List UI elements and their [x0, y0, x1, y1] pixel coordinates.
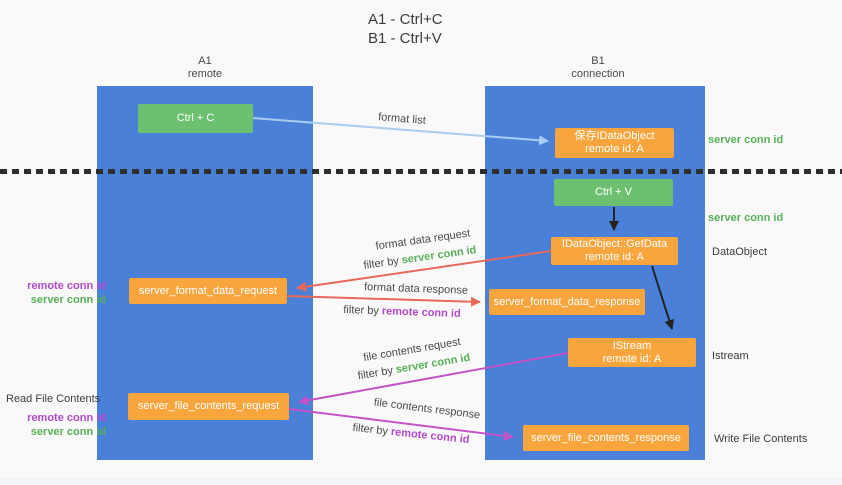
- annotation-remote-conn-id: remote conn id: [27, 280, 106, 292]
- annotation-server-conn-id-top: server conn id: [708, 134, 784, 146]
- title-line-2: B1 - Ctrl+V: [368, 30, 442, 47]
- annotation-istream: Istream: [712, 350, 749, 362]
- label-format-list: format list: [377, 111, 427, 127]
- filter-by-text: filter by: [356, 364, 397, 383]
- node-server-format-data-response: server_format_data_response: [489, 289, 645, 315]
- annotation-server-conn-id-ctrlv: server conn id: [708, 212, 784, 224]
- title-line-1: A1 - Ctrl+C: [368, 11, 443, 28]
- annotation-dataobject: DataObject: [712, 246, 768, 258]
- filter-by-text: filter by: [352, 421, 392, 438]
- annotation-write-file-contents: Write File Contents: [714, 433, 808, 445]
- annotation-remote-conn-id: remote conn id: [27, 412, 106, 424]
- node-server-file-contents-request: server_file_contents_request: [128, 393, 289, 420]
- lane-header-a1: A1 remote: [145, 55, 265, 81]
- node-save-idataobject-line2: remote id: A: [585, 143, 644, 155]
- node-idataobject-getdata-line1: IDataObject::GetData: [561, 238, 668, 250]
- filter-remote-conn-id: remote conn id: [381, 305, 461, 321]
- node-ctrl-v: Ctrl + V: [554, 179, 673, 206]
- label-filter-file-contents-response: filter by remote conn id: [352, 422, 470, 446]
- annotation-group-file-request: remote conn id server conn id: [10, 411, 106, 439]
- node-server-file-contents-response: server_file_contents_response: [523, 425, 689, 451]
- node-server-file-contents-request-label: server_file_contents_request: [137, 400, 280, 412]
- annotation-server-conn-id: server conn id: [30, 426, 106, 438]
- lane-header-b1: B1 connection: [538, 55, 658, 81]
- label-file-contents-response: file contents response: [373, 396, 481, 422]
- node-ctrl-v-label: Ctrl + V: [595, 186, 632, 198]
- node-ctrl-c-label: Ctrl + C: [176, 112, 215, 124]
- filter-by-text: filter by: [343, 303, 383, 318]
- filter-by-text: filter by: [362, 254, 403, 272]
- node-save-idataobject-line1: 保存IDataObject: [574, 130, 655, 142]
- node-server-format-data-request-label: server_format_data_request: [138, 284, 278, 297]
- annotation-group-format-request: remote conn id server conn id: [10, 279, 106, 307]
- annotation-read-file-contents: Read File Contents: [6, 393, 101, 405]
- node-server-format-data-response-label: server_format_data_response: [493, 295, 641, 308]
- label-format-data-response: format data response: [363, 281, 469, 297]
- dashed-divider: [0, 169, 842, 174]
- lane-b1-name: B1: [591, 55, 605, 67]
- node-istream-line2: remote id: A: [602, 352, 662, 365]
- filter-remote-conn-id: remote conn id: [390, 425, 470, 447]
- node-istream-line1: IStream: [612, 339, 652, 352]
- bottom-strip: [0, 478, 842, 485]
- diagram-title: A1 - Ctrl+C B1 - Ctrl+V: [368, 10, 443, 48]
- node-server-format-data-request: server_format_data_request: [129, 278, 287, 304]
- node-idataobject-getdata: IDataObject::GetData remote id: A: [551, 237, 678, 265]
- node-save-idataobject: 保存IDataObject remote id: A: [555, 128, 674, 158]
- node-server-file-contents-response-label: server_file_contents_response: [531, 431, 681, 444]
- node-ctrl-c: Ctrl + C: [138, 104, 253, 133]
- node-idataobject-getdata-line2: remote id: A: [585, 251, 644, 263]
- annotation-server-conn-id: server conn id: [30, 294, 106, 306]
- arrow-format-data-response: [286, 295, 481, 307]
- lane-b1-subtitle: connection: [571, 68, 625, 80]
- label-filter-format-data-response: filter by remote conn id: [343, 304, 461, 320]
- node-istream: IStream remote id: A: [568, 338, 696, 367]
- lane-a1-name: A1: [198, 55, 212, 67]
- lane-a1-subtitle: remote: [187, 68, 223, 80]
